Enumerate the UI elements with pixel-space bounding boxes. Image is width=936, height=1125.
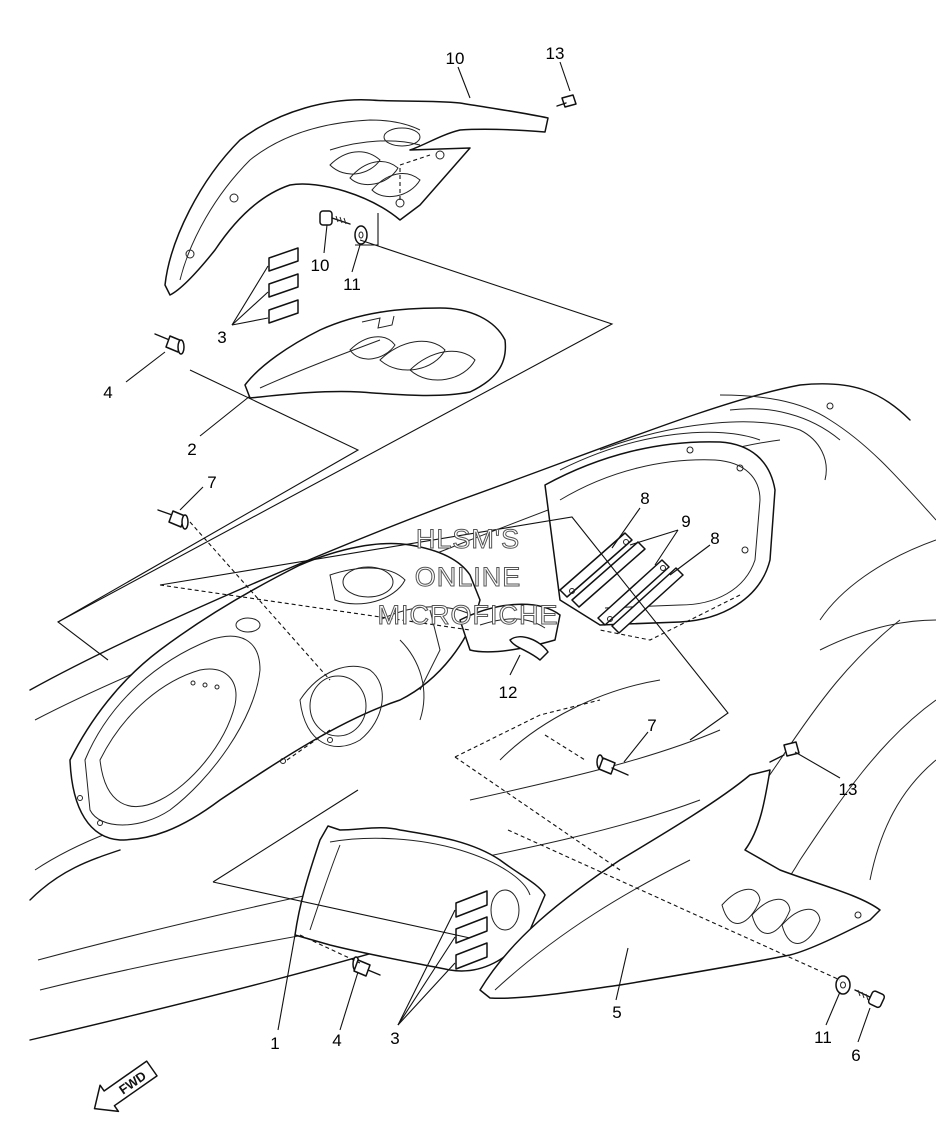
washer-8-upper bbox=[354, 225, 368, 245]
callout-2: 2 bbox=[187, 440, 196, 459]
callout-11-upper: 7 bbox=[207, 473, 216, 492]
callout-11-lower: 7 bbox=[647, 716, 656, 735]
callout-9: 9 bbox=[681, 512, 690, 531]
part-6-upper-cover bbox=[164, 99, 549, 296]
rivet-4-upper bbox=[154, 333, 185, 355]
callout-8-lower: 11 bbox=[814, 1028, 832, 1047]
callout-4-lower: 4 bbox=[332, 1031, 341, 1050]
callout-1: 1 bbox=[270, 1034, 279, 1053]
callout-10-upper: 8 bbox=[640, 489, 649, 508]
watermark-line-3: MICROFICHE bbox=[378, 600, 559, 630]
part-5-right-cover bbox=[479, 769, 881, 1000]
rivet-11-lower bbox=[596, 754, 629, 776]
straps-9-10 bbox=[559, 532, 684, 634]
callout-labels: 10 13 10 11 3 4 2 7 8 9 8 12 7 13 1 4 3 … bbox=[103, 44, 860, 1065]
callout-4-upper: 4 bbox=[103, 383, 112, 402]
callout-5: 5 bbox=[612, 1003, 621, 1022]
callout-13-lower: 13 bbox=[839, 780, 858, 799]
bolt-7-upper bbox=[319, 210, 351, 226]
reference-lines bbox=[56, 154, 841, 981]
callout-8-upper: 11 bbox=[343, 275, 361, 294]
bolt-13-upper bbox=[556, 94, 577, 108]
bolt-13-lower bbox=[769, 741, 800, 763]
part-1-left-cover bbox=[294, 825, 546, 972]
watermark: HLSM'S ONLINE MICROFICHE bbox=[377, 524, 559, 631]
callout-10-lower: 8 bbox=[710, 529, 719, 548]
callout-7-upper: 10 bbox=[311, 256, 330, 275]
leader-lines bbox=[125, 61, 871, 1043]
bolt-7-lower bbox=[854, 989, 886, 1009]
pads-3-lower bbox=[455, 890, 488, 970]
fwd-arrow: FWD bbox=[93, 1060, 158, 1113]
washer-8-lower bbox=[835, 975, 851, 995]
watermark-line-1: HLSM'S bbox=[416, 524, 520, 554]
part-2-inner-cover bbox=[244, 307, 507, 399]
callout-12: 12 bbox=[499, 683, 518, 702]
rear-deck-assembly bbox=[69, 542, 561, 841]
callout-3-lower: 3 bbox=[390, 1029, 399, 1048]
rivet-4-lower bbox=[352, 956, 381, 977]
callout-7-lower: 6 bbox=[851, 1046, 860, 1065]
callout-13-upper: 13 bbox=[546, 44, 565, 63]
rivet-11-upper bbox=[157, 509, 189, 530]
callout-3-upper: 3 bbox=[217, 328, 226, 347]
fwd-arrow-icon bbox=[93, 1060, 158, 1113]
hull-body bbox=[29, 383, 936, 1041]
pads-3-upper bbox=[268, 247, 299, 324]
callout-6: 10 bbox=[446, 49, 465, 68]
watermark-line-2: ONLINE bbox=[415, 562, 522, 592]
clip-12 bbox=[509, 636, 549, 661]
